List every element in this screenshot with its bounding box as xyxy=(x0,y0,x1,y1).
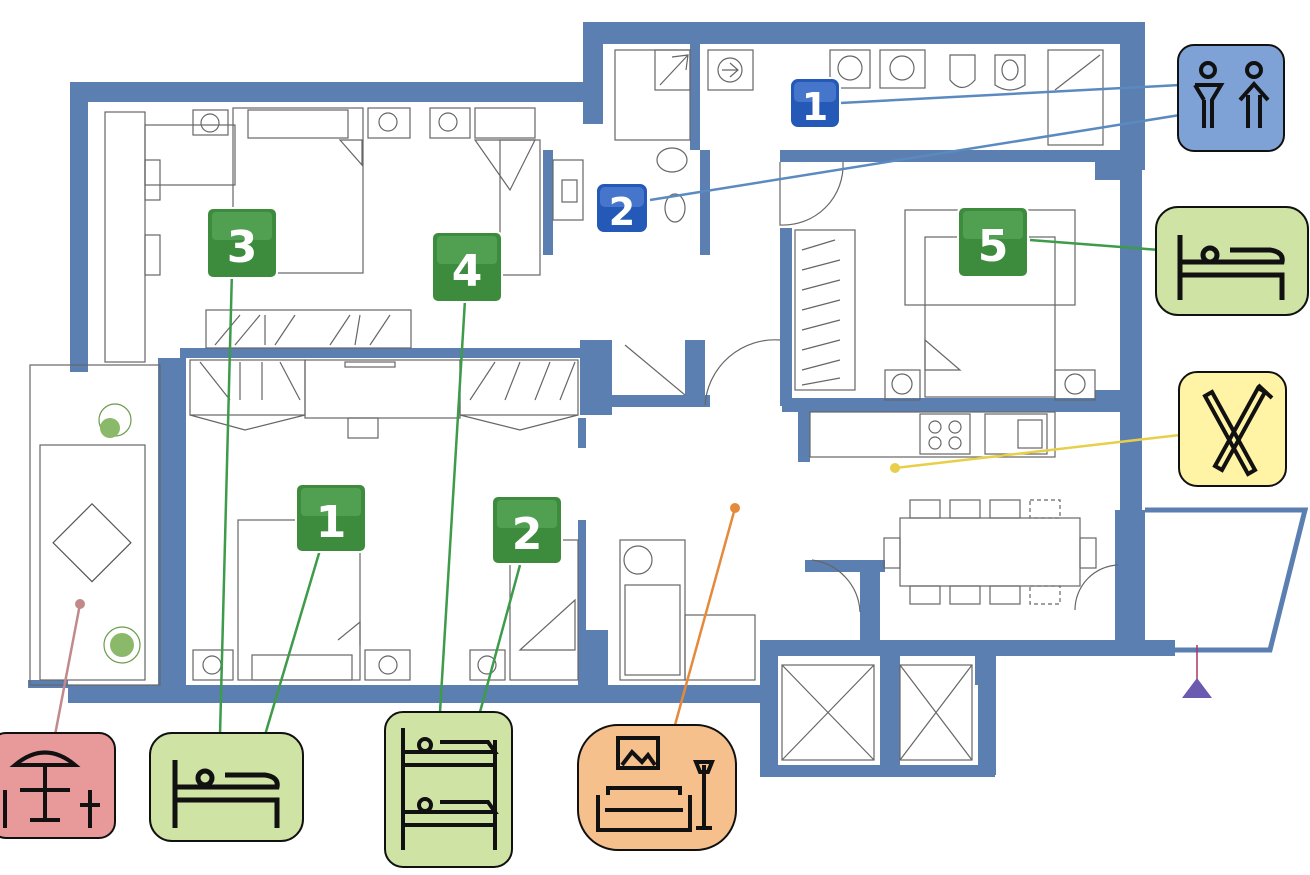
bedroom-badge-5[interactable]: 5 xyxy=(957,206,1029,278)
terrace-furniture xyxy=(52,403,141,664)
double-bed-icon-bottom xyxy=(149,732,304,842)
bedroom-badge-1[interactable]: 1 xyxy=(295,483,367,553)
double-bed-icon-right xyxy=(1155,206,1309,316)
bathroom-badge-label: 1 xyxy=(802,85,828,129)
connector-lines xyxy=(53,83,1181,736)
bunk-bed-icon xyxy=(384,711,513,868)
bedroom-badge-label: 1 xyxy=(316,497,347,548)
bedroom-badge-label: 2 xyxy=(512,509,543,560)
living-room-icon xyxy=(577,724,737,851)
bathroom-badge-2[interactable]: 2 xyxy=(595,182,649,234)
bathroom-badge-1[interactable]: 1 xyxy=(789,77,841,129)
rooms xyxy=(88,44,1120,685)
bedroom-badge-2[interactable]: 2 xyxy=(491,495,563,565)
bedroom-badge-4[interactable]: 4 xyxy=(431,231,503,303)
bathroom-badge-label: 2 xyxy=(609,190,635,234)
bedroom-badge-label: 5 xyxy=(978,221,1009,272)
bedroom-badge-label: 4 xyxy=(452,246,483,297)
walls xyxy=(28,22,1175,777)
furniture xyxy=(29,49,1309,761)
dining-icon xyxy=(1178,371,1287,487)
terrace-icon xyxy=(0,732,116,839)
entrance-marker xyxy=(1182,645,1212,698)
bedroom-badge-label: 3 xyxy=(227,222,258,273)
restroom-icon xyxy=(1177,44,1285,152)
bedroom-badge-3[interactable]: 3 xyxy=(206,207,278,279)
